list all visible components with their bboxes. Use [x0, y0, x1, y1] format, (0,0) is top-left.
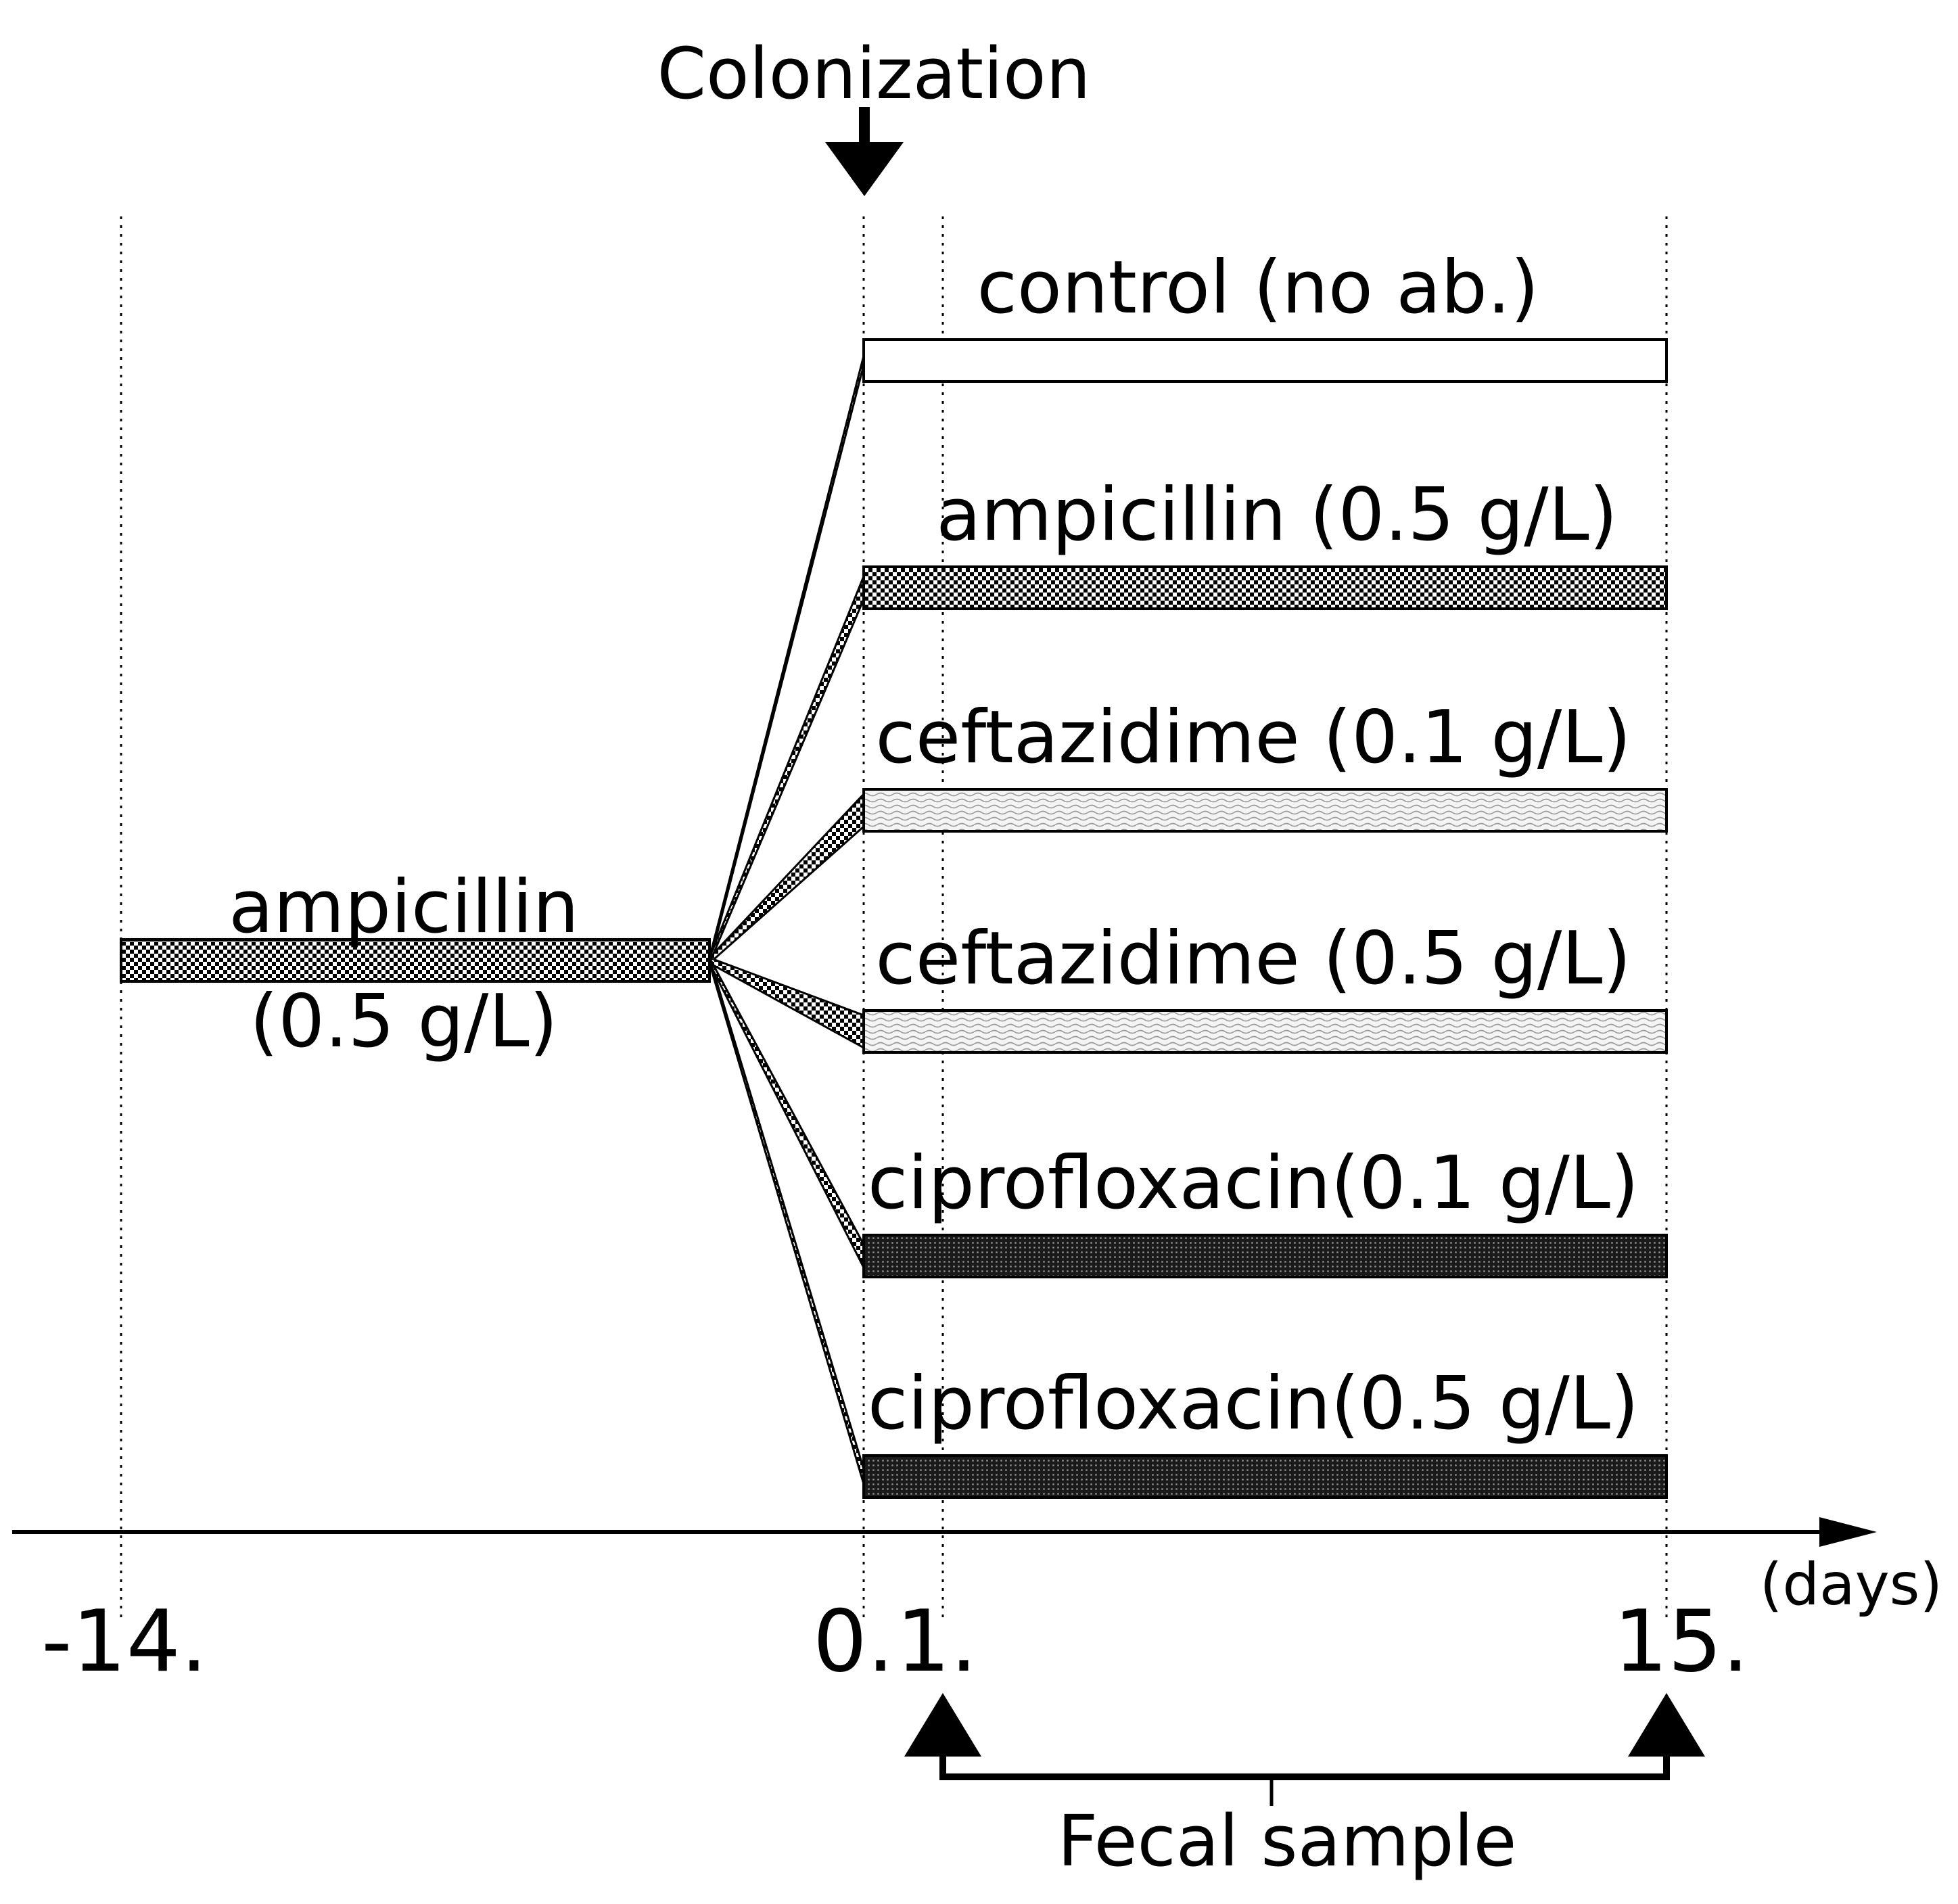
- pretreatment-label-line2: (0.5 g/L): [250, 979, 557, 1064]
- colonization-arrow: [825, 107, 904, 196]
- group-bar-2: [862, 565, 1668, 610]
- branch-connector-2: [708, 576, 865, 964]
- tick-label-15: 15.: [1614, 1592, 1749, 1691]
- group-label-6: ciprofloxacin(0.5 g/L): [868, 1362, 1639, 1446]
- axis-unit-label: (days): [1760, 1551, 1942, 1619]
- group-label-4: ceftazidime (0.5 g/L): [875, 916, 1631, 1001]
- group-bar-1: [862, 338, 1668, 383]
- fecal-arrow-day-1: [904, 1693, 981, 1757]
- group-label-5: ciprofloxacin(0.1 g/L): [868, 1141, 1639, 1226]
- tick-label-1: 1.: [896, 1592, 977, 1691]
- fecal-sample-label: Fecal sample: [1057, 1800, 1516, 1882]
- group-bar-6: [862, 1454, 1668, 1499]
- group-label-1: control (no ab.): [977, 246, 1539, 330]
- branch-connector-3: [708, 791, 865, 966]
- fecal-sample-bracket: [904, 1693, 1705, 1806]
- axis-tick-labels: -14. 0.1. 15.: [41, 1592, 1749, 1691]
- treatment-groups: control (no ab.) ampicillin (0.5 g/L) ceft…: [862, 246, 1668, 1499]
- branch-connector-1: [708, 355, 865, 964]
- colonization-label: Colonization: [657, 32, 1090, 115]
- tick-label-0: 0.: [813, 1592, 894, 1691]
- group-bar-4: [862, 1009, 1668, 1054]
- group-bar-5: [862, 1234, 1668, 1278]
- fecal-arrow-day-15: [1628, 1693, 1705, 1757]
- branch-connectors: [708, 355, 865, 1485]
- axis-arrowhead: [1819, 1517, 1877, 1547]
- time-axis: [12, 1517, 1877, 1547]
- pretreatment-label-line1: ampicillin: [229, 865, 579, 950]
- group-bar-3: [862, 788, 1668, 833]
- pretreatment-bar: [120, 938, 711, 983]
- tick-label-minus14: -14.: [41, 1592, 208, 1691]
- group-label-3: ceftazidime (0.1 g/L): [875, 695, 1631, 780]
- group-label-2: ampicillin (0.5 g/L): [936, 473, 1618, 557]
